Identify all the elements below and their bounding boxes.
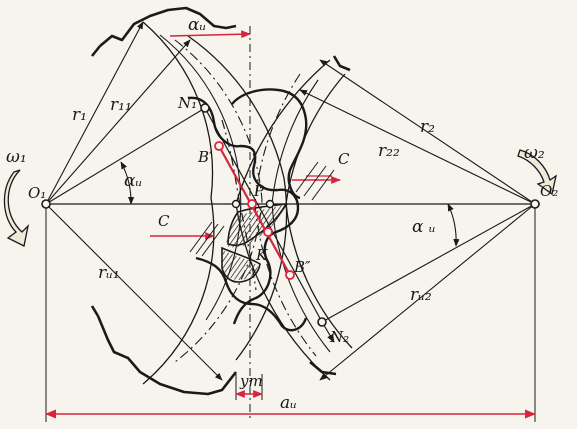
label-c-left: C [158,212,170,230]
label-rw1: rᵤ₁ [98,263,120,283]
point-n2 [317,317,327,327]
label-rb1: r₁₁ [110,95,132,115]
label-aw: aᵤ [280,393,297,413]
label-rb2: r₂₂ [378,141,400,161]
line-of-action [204,107,335,343]
gear2-circles [235,55,353,381]
point-b1 [214,141,224,151]
label-r1: r₁ [72,105,87,125]
label-p: P [253,182,265,200]
label-alpha-right: α ᵤ [412,217,436,237]
label-rw2: rᵤ₂ [410,285,432,305]
gear2-radii [299,59,536,381]
label-k: K [255,246,268,264]
label-o2: O₂ [540,182,558,200]
omega2-arrow-icon [517,149,557,196]
label-r2: r₂ [420,117,435,137]
center-o2 [530,199,540,209]
label-c-top: C [338,150,350,168]
omega1-arrow-icon [3,169,30,247]
label-ym: ym [239,372,263,390]
center-line [44,200,540,422]
point-p [247,199,257,209]
label-omega1: ω₁ [6,147,27,167]
labels: O₁ O₂ ω₁ ω₂ r₁ r₁₁ rᵤ₁ r₂ r₂₂ rᵤ₂ N₁ N₂ … [6,15,558,413]
gear1-rim [90,6,238,396]
label-alpha-top: αᵤ [188,15,206,35]
points [41,103,540,327]
gear1-radii [45,21,223,381]
gear-teeth [187,88,308,332]
label-b1: B′ [197,148,213,166]
label-n2: N₂ [329,328,349,346]
point-k [263,227,273,237]
rotation-arrows [3,149,557,247]
label-alpha-left: αᵤ [124,171,142,191]
label-omega2: ω₂ [524,143,545,163]
label-o1: O₁ [28,184,46,202]
point-b2 [285,270,295,280]
center-o1 [41,199,51,209]
label-n1: N₁ [177,94,197,112]
angle-arcs [120,26,460,420]
point-n1 [200,103,210,113]
gear1-circles [142,21,288,385]
point-right-circle [265,199,275,209]
label-b2: B″ [293,258,311,276]
red-dimensions [44,161,537,419]
point-left-circle [231,199,241,209]
